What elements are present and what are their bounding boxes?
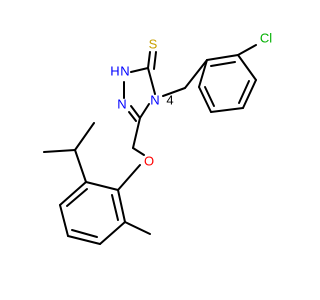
atom-n4-locant: 4 — [166, 93, 173, 108]
bond-c3-n2 — [130, 67, 149, 73]
bond-p3-p4-inner — [238, 80, 250, 104]
atom-nh-label: N — [120, 64, 129, 79]
atom-h-label: H — [110, 64, 119, 79]
bond-p2-p3 — [237, 54, 257, 81]
bond-p3-p4 — [242, 79, 257, 109]
bond-r5-r6-inner — [66, 188, 88, 207]
bond-n1-c5-inner — [128, 111, 137, 122]
bond-p1-p2 — [206, 54, 239, 61]
bond-r2-r3 — [99, 221, 126, 245]
bond-r4-r5 — [59, 204, 69, 237]
atom-o-label: O — [144, 154, 154, 169]
bond-p5-p6-inner — [204, 86, 215, 107]
bond-r1-r2-inner — [111, 194, 119, 221]
bond-isopropyl-me2 — [74, 122, 95, 151]
bond-o-ring — [117, 164, 141, 191]
bond-r3-r4-inner — [71, 229, 98, 238]
bond-n1-c5 — [130, 105, 141, 119]
atom-n4-label: N — [150, 93, 159, 108]
bond-r1-r2 — [117, 189, 126, 223]
bond-ch2-o — [132, 147, 145, 156]
bond-c3-s-2 — [153, 51, 157, 70]
isopropylmethylphenyl-ring — [59, 181, 126, 245]
bond-n4-c3 — [147, 67, 156, 95]
bond-isopropyl-ch — [74, 149, 87, 183]
atom-cl-label: Cl — [260, 31, 272, 46]
bond-c5-n4 — [139, 103, 150, 119]
bond-p1-p2-inner — [210, 61, 236, 67]
bond-r3-r4 — [67, 235, 101, 245]
atom-n-label: N — [117, 97, 126, 112]
bond-c3-s-1 — [147, 51, 151, 69]
atom-s-label: S — [149, 37, 158, 52]
bond-p4-p5 — [210, 107, 244, 113]
bond-ring-cl — [237, 44, 257, 56]
chlorophenyl-ring — [198, 54, 257, 113]
bond-p6-p1 — [198, 59, 208, 88]
chemical-structure-diagram: S H N N N 4 Cl O — [43, 31, 272, 245]
bond-ch2-ring — [184, 59, 208, 89]
bond-p5-p6 — [198, 86, 212, 113]
bond-r5-r6 — [59, 181, 87, 206]
bond-isopropyl-me1 — [43, 149, 76, 153]
bond-r6-r1 — [85, 181, 119, 191]
bond-methyl — [124, 221, 151, 235]
bond-n4-ch2 — [162, 87, 186, 97]
bond-c5-ch2 — [132, 117, 141, 149]
triazole-ring — [123, 67, 156, 122]
